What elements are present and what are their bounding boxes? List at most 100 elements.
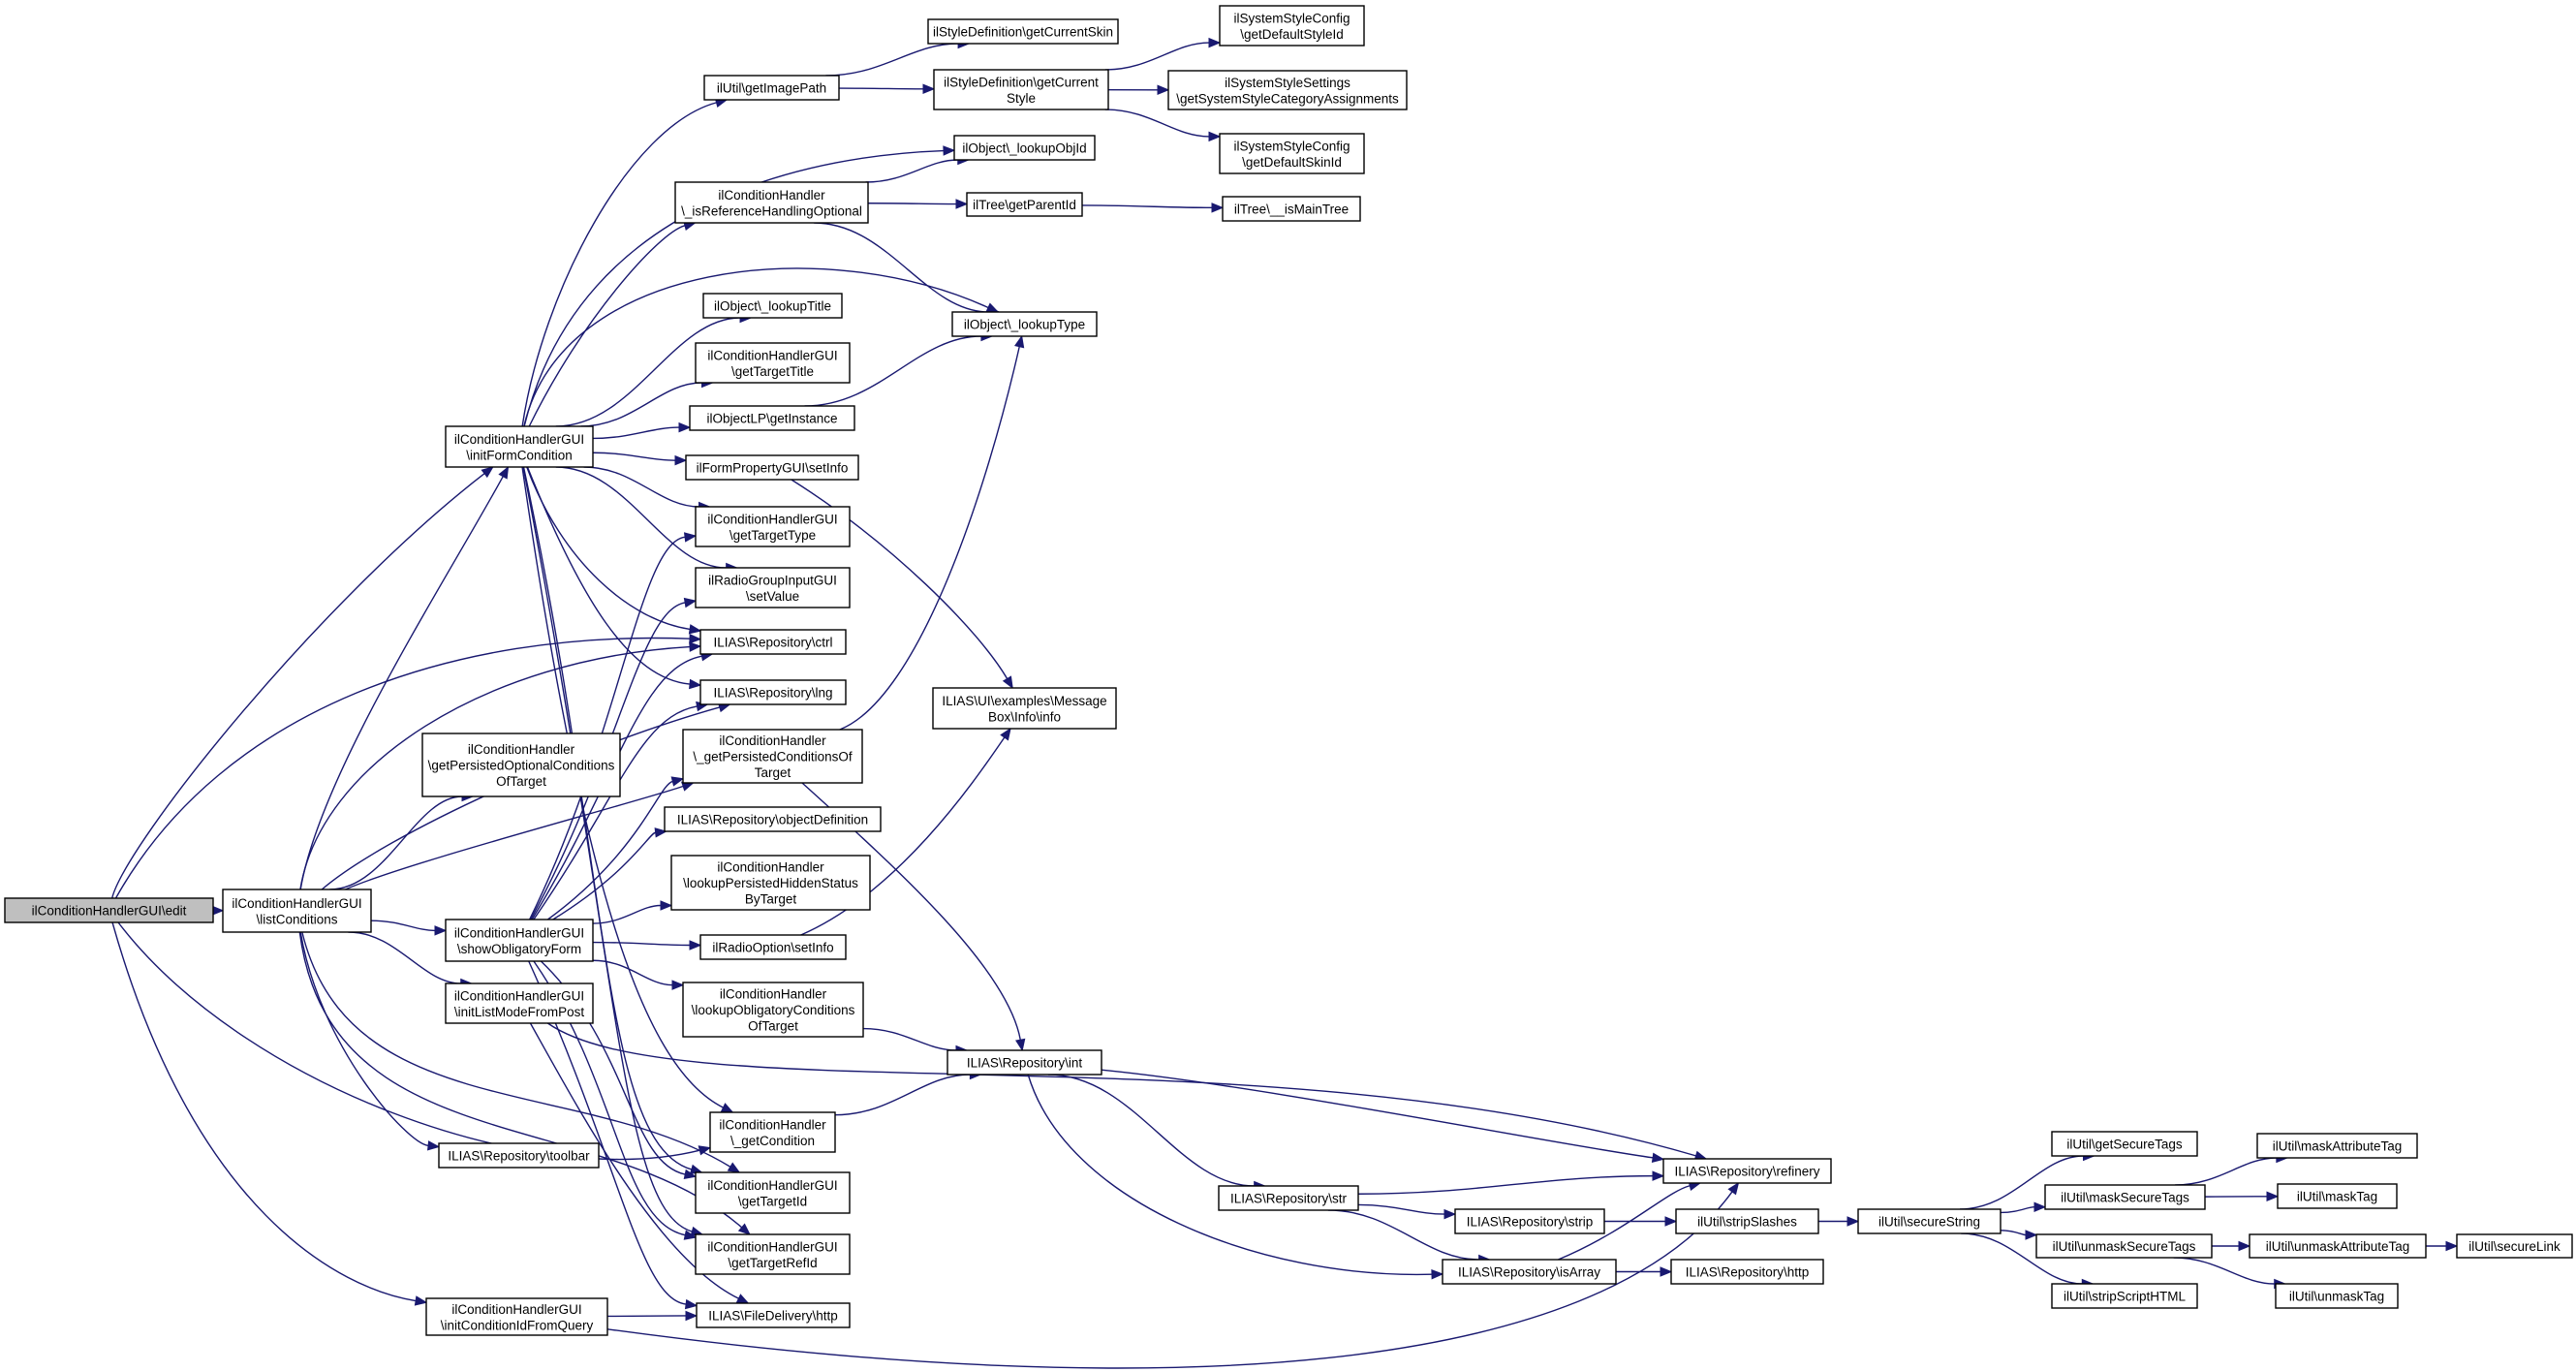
node-box: [445, 425, 594, 468]
node-label-line: ILIAS\Repository\strip: [1467, 1215, 1594, 1230]
graph-node-repoInt[interactable]: ILIAS\Repository\int: [947, 1049, 1102, 1076]
arrowhead-icon: [683, 1230, 698, 1240]
graph-node-unmaskAttributeTag[interactable]: ilUtil\unmaskAttributeTag: [2249, 1233, 2427, 1259]
node-box: [674, 181, 869, 224]
graph-node-getDefaultStyleId[interactable]: ilSystemStyleConfig\getDefaultStyleId: [1219, 5, 1365, 47]
graph-node-stripSlashes[interactable]: ilUtil\stripSlashes: [1675, 1208, 1819, 1234]
arrowhead-icon: [678, 421, 692, 433]
graph-node-radioOptionSetInfo[interactable]: ilRadioOption\setInfo: [699, 934, 847, 960]
graph-node-lookupTitle[interactable]: ilObject\_lookupTitle: [702, 293, 843, 319]
graph-node-getTargetRefId[interactable]: ilConditionHandlerGUI\getTargetRefId: [695, 1233, 851, 1275]
graph-node-showObligatoryForm[interactable]: ilConditionHandlerGUI\showObligatoryForm: [445, 919, 594, 962]
call-edge-repoInt-to-repoIsArray: [1027, 1074, 1444, 1280]
graph-node-getTargetId[interactable]: ilConditionHandlerGUI\getTargetId: [695, 1171, 851, 1214]
graph-node-secureString[interactable]: ilUtil\secureString: [1857, 1208, 2002, 1234]
node-box: [4, 897, 214, 923]
graph-node-objectLPGetInstance[interactable]: ilObjectLP\getInstance: [689, 405, 855, 431]
node-label-line: ILIAS\FileDelivery\http: [708, 1309, 838, 1324]
edge-line: [117, 921, 700, 1161]
graph-node-edit[interactable]: ilConditionHandlerGUI\edit: [4, 897, 214, 923]
arrowhead-icon: [670, 776, 685, 787]
arrowhead-icon: [689, 678, 702, 690]
node-box: [696, 1302, 851, 1328]
call-edge-formPropertySetInfo-to-messageBoxInfo: [791, 479, 1013, 690]
graph-node-lookupType[interactable]: ilObject\_lookupType: [951, 311, 1098, 337]
graph-node-repoToolbar[interactable]: ILIAS\Repository\toolbar: [438, 1142, 600, 1169]
graph-node-getPersistedConditions[interactable]: ilConditionHandler\_getPersistedConditio…: [682, 729, 863, 784]
graph-node-repoRefinery[interactable]: ILIAS\Repository\refinery: [1662, 1158, 1832, 1184]
graph-node-unmaskTag[interactable]: ilUtil\unmaskTag: [2275, 1283, 2399, 1309]
graph-node-getSecureTags[interactable]: ilUtil\getSecureTags: [2051, 1131, 2198, 1157]
graph-node-repoObjectDefinition[interactable]: ILIAS\Repository\objectDefinition: [664, 806, 882, 832]
node-box: [2051, 1283, 2198, 1309]
node-label-line: ilUtil\maskSecureTags: [2061, 1191, 2189, 1205]
graph-node-initListModeFromPost[interactable]: ilConditionHandlerGUI\initListModeFromPo…: [445, 982, 594, 1024]
edge-line: [580, 382, 702, 427]
graph-node-lookupObjId[interactable]: ilObject\_lookupObjId: [953, 135, 1096, 161]
arrowhead-icon: [427, 1140, 441, 1151]
graph-node-lookupPersistedHidden[interactable]: ilConditionHandler\lookupPersistedHidden…: [670, 855, 871, 911]
graph-node-maskTag[interactable]: ilUtil\maskTag: [2277, 1183, 2398, 1209]
graph-node-listConditions[interactable]: ilConditionHandlerGUI\listConditions: [222, 889, 372, 933]
graph-node-radioGroupSetValue[interactable]: ilRadioGroupInputGUI\setValue: [695, 567, 851, 608]
call-edge-radioOptionSetInfo-to-messageBoxInfo: [800, 727, 1011, 936]
graph-node-getCondition[interactable]: ilConditionHandler\_getCondition: [709, 1111, 836, 1153]
node-label-line: ilUtil\unmaskAttributeTag: [2266, 1239, 2410, 1254]
node-label-line: ilConditionHandler: [718, 188, 825, 203]
call-edge-initFormCondition-to-objectLPGetInstance: [592, 421, 692, 440]
arrowhead-icon: [1431, 1268, 1444, 1280]
node-label-line: \getSystemStyleCategoryAssignments: [1176, 91, 1399, 106]
graph-node-secureLink[interactable]: ilUtil\secureLink: [2456, 1233, 2573, 1259]
graph-node-stripScriptHTML[interactable]: ilUtil\stripScriptHTML: [2051, 1283, 2198, 1309]
graph-node-getImagePath[interactable]: ilUtil\getImagePath: [703, 75, 840, 101]
graph-node-initConditionIdFromQuery[interactable]: ilConditionHandlerGUI\initConditionIdFro…: [425, 1297, 608, 1336]
node-label-line: OfTarget: [496, 774, 546, 789]
graph-node-getPersistedOptional[interactable]: ilConditionHandler\getPersistedOptionalC…: [421, 733, 621, 797]
graph-node-formPropertySetInfo[interactable]: ilFormPropertyGUI\setInfo: [685, 454, 859, 481]
arrowhead-icon: [684, 1298, 698, 1310]
arrowhead-icon: [1660, 1266, 1673, 1277]
node-label-line: ilConditionHandler: [717, 860, 824, 875]
arrowhead-icon: [689, 940, 702, 951]
node-label-line: ILIAS\Repository\str: [1230, 1192, 1348, 1206]
node-box: [1218, 1185, 1359, 1211]
arrowhead-icon: [1002, 675, 1013, 690]
call-edge-repoStr-to-repoRefinery: [1357, 1170, 1665, 1195]
graph-node-getTargetTitle[interactable]: ilConditionHandlerGUI\getTargetTitle: [695, 342, 851, 384]
edge-line: [583, 466, 699, 508]
graph-node-repoStr[interactable]: ILIAS\Repository\str: [1218, 1185, 1359, 1211]
graph-node-getDefaultSkinId[interactable]: ilSystemStyleConfig\getDefaultSkinId: [1219, 133, 1365, 174]
graph-node-repoHttp[interactable]: ILIAS\Repository\http: [1670, 1259, 1824, 1285]
graph-node-maskSecureTags[interactable]: ilUtil\maskSecureTags: [2044, 1184, 2206, 1210]
graph-node-repoIsArray[interactable]: ILIAS\Repository\isArray: [1442, 1259, 1617, 1285]
call-edge-getCurrentStyle-to-getDefaultStyleId: [1104, 37, 1222, 71]
graph-node-unmaskSecureTags[interactable]: ilUtil\unmaskSecureTags: [2035, 1233, 2213, 1259]
call-edge-getPersistedConditions-to-lookupType: [839, 334, 1025, 731]
graph-node-isRefHandlingOptional[interactable]: ilConditionHandler\_isReferenceHandlingO…: [674, 181, 869, 224]
graph-node-repoLng[interactable]: ILIAS\Repository\lng: [699, 679, 847, 705]
call-edge-listConditions-to-showObligatoryForm: [370, 920, 448, 936]
node-label-line: ILIAS\Repository\ctrl: [713, 636, 832, 650]
node-label-line: \getTargetTitle: [731, 364, 814, 379]
arrowhead-icon: [737, 1223, 751, 1235]
graph-node-isMainTree[interactable]: ilTree\__isMainTree: [1222, 196, 1361, 222]
node-label-line: ilConditionHandlerGUI: [707, 1178, 837, 1193]
graph-node-fileDeliveryHttp[interactable]: ILIAS\FileDelivery\http: [696, 1302, 851, 1328]
graph-node-repoStrip[interactable]: ILIAS\Repository\strip: [1454, 1208, 1605, 1234]
graph-node-lookupObligatory[interactable]: ilConditionHandler\lookupObligatoryCondi…: [682, 982, 864, 1038]
graph-node-initFormCondition[interactable]: ilConditionHandlerGUI\initFormCondition: [445, 425, 594, 468]
graph-node-repoCtrl[interactable]: ILIAS\Repository\ctrl: [699, 629, 847, 655]
graph-node-treeGetParentId[interactable]: ilTree\getParentId: [966, 192, 1083, 217]
edge-line: [1357, 1203, 1445, 1215]
graph-node-getTargetType[interactable]: ilConditionHandlerGUI\getTargetType: [695, 506, 851, 547]
edge-line: [329, 795, 463, 890]
graph-node-getCurrentSkin[interactable]: ilStyleDefinition\getCurrentSkin: [927, 18, 1119, 45]
graph-node-getSystemStyleCategory[interactable]: ilSystemStyleSettings\getSystemStyleCate…: [1167, 70, 1408, 110]
edge-line: [791, 479, 1009, 679]
graph-node-maskAttributeTag[interactable]: ilUtil\maskAttributeTag: [2256, 1133, 2418, 1159]
edge-line: [1027, 1074, 1433, 1276]
call-edge-listConditions-to-getTargetRefId: [298, 931, 751, 1235]
node-box: [2035, 1233, 2213, 1259]
